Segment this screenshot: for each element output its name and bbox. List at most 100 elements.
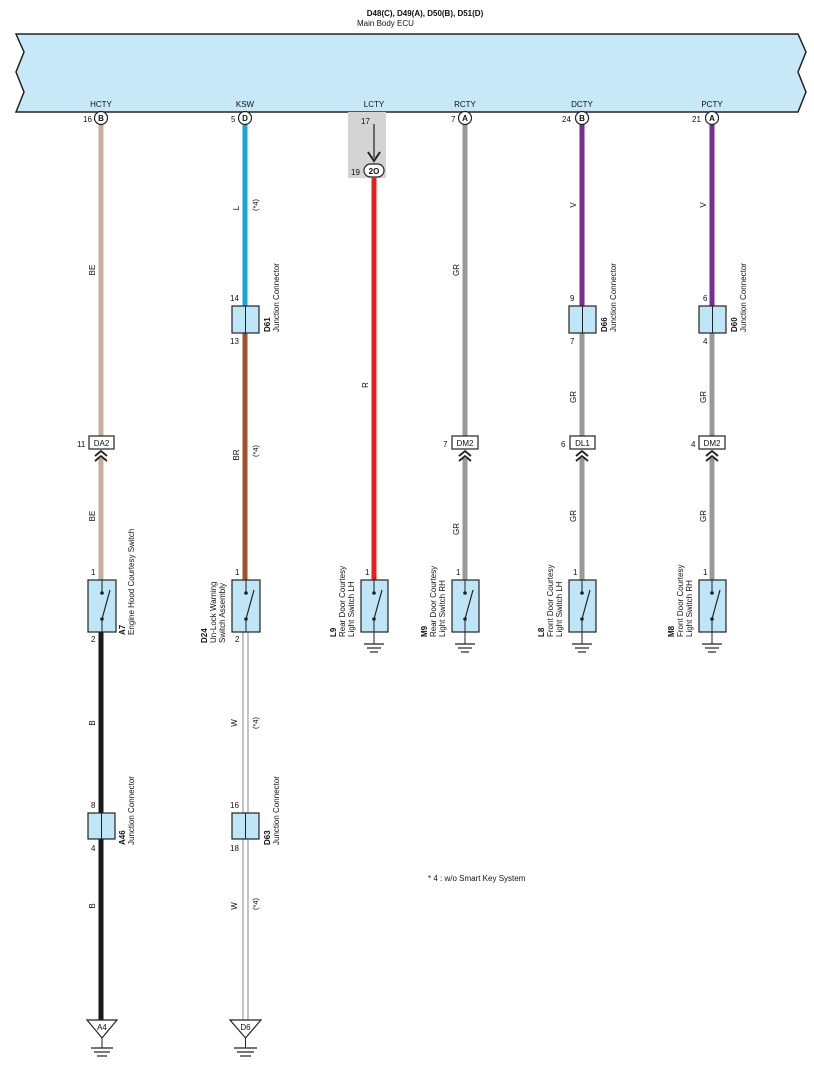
switch-pin-top: 1 <box>703 568 708 577</box>
wire-label-b: B <box>88 903 97 908</box>
switch-pin-top: 1 <box>573 568 578 577</box>
wire-label-gr: GR <box>569 391 578 403</box>
chevron-up-icon <box>575 449 589 462</box>
terminal-dcty: DCTY <box>571 100 593 109</box>
ground-label: D6 <box>240 1023 251 1032</box>
switch-a7: 1 2 A7 Engine Hood Courtesy Switch <box>87 529 136 644</box>
inline-connector-dm2-pcty: 4 DM2 <box>691 435 726 462</box>
switch-code: M8 <box>667 625 676 637</box>
switch-code: D24 <box>200 628 209 643</box>
switch-name-line1: Rear Door Courtesy <box>429 566 438 637</box>
junction-name: Junction Connector <box>609 263 618 332</box>
wire-label-br: BR <box>232 449 241 460</box>
ground-label: A4 <box>97 1023 107 1032</box>
wire-label-l: L <box>232 205 241 210</box>
junction-a46: 8 4 A46 Junction Connector <box>87 776 136 853</box>
pin-connector-letter: A <box>462 114 468 123</box>
wire-label-be: BE <box>88 511 97 522</box>
switch-blade-icon <box>711 589 721 620</box>
inline-connector-da2: 11 DA2 <box>77 435 115 462</box>
junction-pin-top: 8 <box>91 801 96 810</box>
terminal-rcty: RCTY <box>454 100 476 109</box>
junction-d66: 9 7 D66 Junction Connector <box>568 263 618 346</box>
pin-connector-letter: 2O <box>369 167 380 176</box>
switch-m9: 1 M9 Rear Door Courtesy Light Switch RH <box>420 566 480 653</box>
switch-blade-icon <box>373 589 383 620</box>
pin-number: 21 <box>692 115 701 124</box>
lcty-arrow-icon <box>367 151 381 163</box>
switch-blade-icon <box>464 589 474 620</box>
junction-code: D61 <box>263 317 272 332</box>
switch-name-line2: Light Switch RH <box>685 580 694 637</box>
switch-code: M9 <box>420 625 429 637</box>
switch-pin-top: 1 <box>365 568 370 577</box>
ground-point-a4: A4 <box>85 1019 119 1057</box>
ecu-name-label: Main Body ECU <box>357 19 414 28</box>
switch-code: L8 <box>537 627 546 637</box>
junction-pin-bottom: 18 <box>230 844 239 853</box>
switch-code: A7 <box>118 624 127 635</box>
pin-connector-letter: D <box>242 114 248 123</box>
switch-name-line1: Rear Door Courtesy <box>338 566 347 637</box>
wire-label-gr: GR <box>569 510 578 522</box>
pin-dcty: 24 B <box>562 110 590 126</box>
junction-code: D60 <box>730 317 739 332</box>
terminal-pcty: PCTY <box>701 100 723 109</box>
junction-pin-bottom: 13 <box>230 337 239 346</box>
switch-pin-bottom: 2 <box>91 635 96 644</box>
inline-pin: 7 <box>443 440 448 449</box>
wire-label-v: V <box>569 202 578 208</box>
junction-name: Junction Connector <box>127 776 136 845</box>
inline-connector-dl1: 6 DL1 <box>561 435 596 462</box>
inline-label: DM2 <box>704 439 721 448</box>
footnote: * 4 : w/o Smart Key System <box>428 874 526 883</box>
junction-pin-bottom: 4 <box>703 337 708 346</box>
ground-triangle-icon <box>228 1019 263 1039</box>
pin-lcty: 17 19 2O <box>351 117 385 178</box>
wire-label-r: R <box>361 382 370 388</box>
pin-number: 17 <box>361 117 370 126</box>
wire-label-w: W <box>230 719 239 727</box>
ground-point-d6: D6 <box>228 1019 263 1057</box>
pin-number: 5 <box>231 115 236 124</box>
switch-pin-top: 1 <box>235 568 240 577</box>
inline-pin: 6 <box>561 440 566 449</box>
switch-name-line1: Un-Lock Warning <box>209 581 218 643</box>
pin-rcty: 7 A <box>451 110 473 126</box>
note-tag: (*4) <box>251 444 260 457</box>
junction-code: D66 <box>600 317 609 332</box>
switch-name-line1: Front Door Courtesy <box>676 565 685 637</box>
switch-pin-top: 1 <box>91 568 96 577</box>
main-body-ecu-block <box>14 33 807 113</box>
inline-label: DM2 <box>457 439 474 448</box>
junction-pin-top: 16 <box>230 801 239 810</box>
wire-label-v: V <box>699 202 708 208</box>
switch-l8: 1 L8 Front Door Courtesy Light Switch LH <box>537 565 597 653</box>
switch-name-line1: Engine Hood Courtesy Switch <box>127 529 136 635</box>
pin-connector-letter: B <box>98 114 104 123</box>
junction-pin-bottom: 4 <box>91 844 96 853</box>
terminal-ksw: KSW <box>236 100 255 109</box>
switch-d24: 1 2 D24 Un-Lock Warning Switch Assembly <box>200 568 261 644</box>
switch-blade-icon <box>581 589 591 620</box>
junction-code: A46 <box>118 830 127 845</box>
wire-label-gr: GR <box>452 264 461 276</box>
switch-pin-bottom: 2 <box>235 635 240 644</box>
junction-d63: 16 18 D63 Junction Connector <box>230 776 281 853</box>
pin-pcty: 21 A <box>692 110 720 126</box>
switch-name-line1: Front Door Courtesy <box>546 565 555 637</box>
pin-ksw: 5 D <box>231 110 253 126</box>
note-tag: (*4) <box>251 716 260 729</box>
inline-label: DL1 <box>575 439 590 448</box>
wire-label-be: BE <box>88 265 97 276</box>
switch-name-line2: Light Switch RH <box>438 580 447 637</box>
note-tag: (*4) <box>251 897 260 910</box>
terminal-lcty: LCTY <box>364 100 385 109</box>
inline-connector-dm2-rcty: 7 DM2 <box>443 435 479 462</box>
terminal-hcty: HCTY <box>90 100 112 109</box>
inline-pin: 4 <box>691 440 696 449</box>
ecu-connectors-label: D48(C), D49(A), D50(B), D51(D) <box>367 9 484 18</box>
pin-number-2: 19 <box>351 168 360 177</box>
junction-name: Junction Connector <box>272 776 281 845</box>
inline-label: DA2 <box>94 439 110 448</box>
